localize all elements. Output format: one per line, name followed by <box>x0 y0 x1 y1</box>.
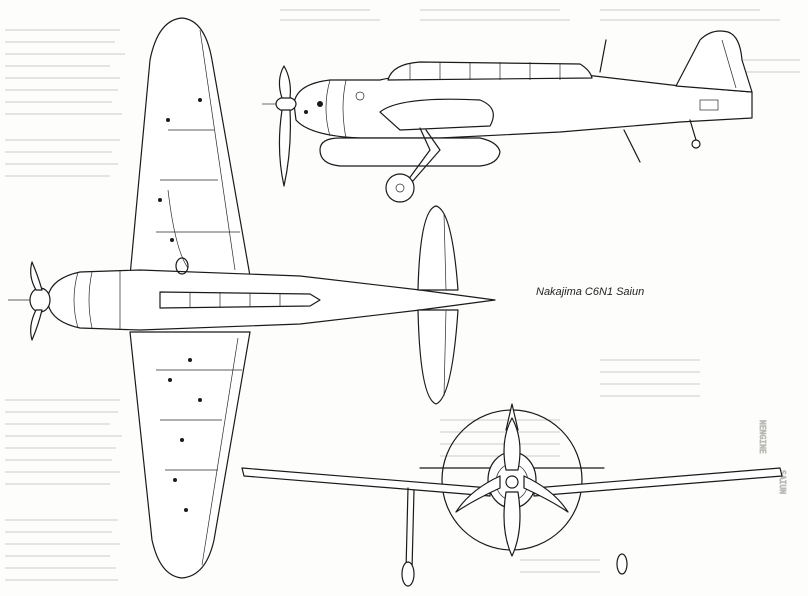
front-spinner <box>505 475 519 489</box>
side-canopy <box>387 61 593 81</box>
front-wing-left <box>241 467 491 497</box>
side-fin <box>675 30 753 93</box>
side-main-wheel <box>385 173 415 203</box>
top-spinner <box>29 287 51 313</box>
side-drop-tank <box>319 137 501 167</box>
front-main-wheel <box>401 561 415 587</box>
top-tailplane <box>417 205 459 291</box>
front-wing-right <box>533 467 783 497</box>
upper-wing <box>129 17 251 277</box>
top-canopy <box>159 291 321 309</box>
top-tailplane-lower <box>417 309 459 405</box>
side-prop-upper <box>278 65 291 99</box>
svg-text:NENGINE: NENGINE <box>758 420 767 454</box>
bleed-through-text: NENGINE SAIUN <box>5 9 800 581</box>
top-view <box>8 17 496 579</box>
front-view <box>241 403 783 587</box>
aircraft-caption: Nakajima C6N1 Saiun <box>536 286 645 298</box>
front-blade-right <box>523 475 569 513</box>
side-tail-wheel <box>691 139 701 149</box>
front-blade-lower <box>503 491 521 557</box>
front-blade-upper <box>503 417 521 471</box>
side-prop-lower <box>278 109 291 187</box>
side-spinner <box>275 96 297 112</box>
side-wing-root <box>379 98 494 131</box>
lower-wing <box>129 331 251 579</box>
svg-text:SAIUN: SAIUN <box>778 470 787 494</box>
top-prop-lower <box>30 309 43 341</box>
front-blade-left <box>455 475 501 513</box>
top-prop-upper <box>30 261 43 291</box>
front-tail-wheel <box>616 553 628 575</box>
side-view <box>262 30 753 203</box>
